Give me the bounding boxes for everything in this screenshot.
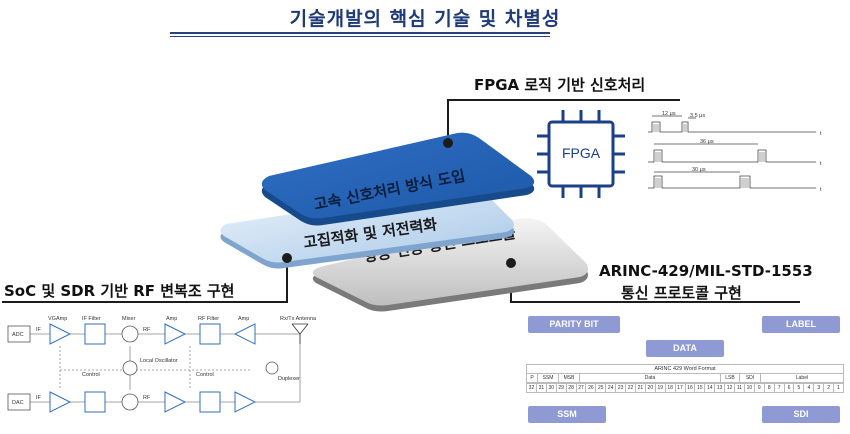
title-underline <box>170 32 550 34</box>
leader-dot-fpga <box>443 138 453 148</box>
bit-number-cell: 23 <box>615 383 627 393</box>
rf-label-control-1: Control <box>82 372 100 378</box>
timing-label-3-5us: 3.5 μs <box>690 113 705 119</box>
high-speed-layer <box>261 132 535 226</box>
bit-number-cell: 27 <box>575 383 587 393</box>
bit-number-cell: 7 <box>773 383 785 393</box>
bit-number-cell: 5 <box>793 383 805 393</box>
ssm-box: SSM <box>528 406 606 423</box>
data-box: DATA <box>646 340 724 357</box>
bit-number-cell: 25 <box>595 383 607 393</box>
rf-label-antenna: Rx/Tx Antenna <box>280 316 317 322</box>
protocol-layer <box>312 218 588 312</box>
bit-number-cell: 8 <box>763 383 775 393</box>
fpga-heading: FPGA 로직 기반 신호처리 <box>474 76 646 94</box>
rf-label-rf-filter: RF Filter <box>198 316 219 322</box>
label-box: LABEL <box>762 316 840 333</box>
bit-number-cell: 20 <box>644 383 656 393</box>
bit-number-cell: 3 <box>813 383 825 393</box>
rf-label-duplexer: Duplexer <box>278 376 300 382</box>
timing-axis-t2: t <box>820 161 822 167</box>
bit-number-cell: 18 <box>664 383 676 393</box>
bit-number-cell: 22 <box>625 383 636 393</box>
page-title: 기술개발의 핵심 기술 및 차별성 <box>289 8 561 30</box>
bit-number-cell: 21 <box>634 383 646 393</box>
field-msb: MSB <box>558 373 580 383</box>
fpga-chip-label: FPGA <box>561 145 601 161</box>
arinc-field-row: P SSM MSB Data LSB SDI Label <box>526 373 844 383</box>
bit-number-cell: 28 <box>565 383 577 393</box>
bit-number-cell: 15 <box>694 383 706 393</box>
field-ssm: SSM <box>537 373 559 383</box>
bit-number-cell: 9 <box>753 383 765 393</box>
leader-dot-soc <box>282 253 292 263</box>
rf-label-if-filter: IF Filter <box>82 316 101 322</box>
arinc-table-title: ARINC 429 Word Format <box>526 364 844 373</box>
fpga-chip-icon <box>537 110 625 198</box>
rf-label-dac: DAC <box>12 400 24 406</box>
bit-number-cell: 1 <box>833 383 844 393</box>
timing-axis-t3: t <box>820 187 822 193</box>
rf-label-control-2: Control <box>196 372 214 378</box>
field-lsb: LSB <box>720 373 740 383</box>
arinc-heading-line1: ARINC-429/MIL-STD-1553 <box>599 262 813 280</box>
rf-label-vgamp: VGAmp <box>48 316 67 322</box>
arinc-panel: PARITY BIT LABEL DATA ARINC 429 Word For… <box>522 310 848 434</box>
bit-number-cell: 29 <box>555 383 567 393</box>
sdi-box: SDI <box>762 406 840 423</box>
timing-label-36us: 36 μs <box>700 139 714 145</box>
arinc-word-table: ARINC 429 Word Format P SSM MSB Data LSB… <box>526 364 844 393</box>
title-underline-thin <box>170 36 550 37</box>
rf-label-rf-rx: RF <box>143 327 151 333</box>
bit-number-cell: 31 <box>535 383 547 393</box>
bit-number-cell: 14 <box>704 383 716 393</box>
bit-number-cell: 16 <box>684 383 696 393</box>
soc-heading: SoC 및 SDR 기반 RF 변복조 구현 <box>4 282 235 300</box>
field-data: Data <box>579 373 721 383</box>
bit-number-cell: 13 <box>714 383 726 393</box>
rf-label-mixer: Mixer <box>122 316 136 322</box>
rf-label-rf-tx: RF <box>143 395 151 401</box>
bit-number-cell: 11 <box>734 383 745 393</box>
rf-label-amp1: Amp <box>166 316 177 322</box>
bit-number-cell: 12 <box>724 383 736 393</box>
rf-label-if-rx: IF <box>36 327 42 333</box>
arinc-table: P SSM MSB Data LSB SDI Label <box>526 373 844 383</box>
rf-label-local-oscillator: Local Oscillator <box>140 358 178 364</box>
rf-label-amp2: Amp <box>238 316 249 322</box>
rf-label-if-tx: IF <box>36 395 42 401</box>
bit-number-cell: 32 <box>526 383 537 393</box>
field-label: Label <box>760 373 844 383</box>
timing-diagram: 12 μs 3.5 μs 36 μs 30 μs t t t <box>648 111 822 193</box>
bit-number-cell: 30 <box>545 383 557 393</box>
rf-label-adc: ADC <box>12 332 24 338</box>
arinc-heading-line2: 통신 프로토콜 구현 <box>621 284 742 302</box>
bit-number-cell: 6 <box>783 383 795 393</box>
leader-dot-arinc <box>506 258 516 268</box>
bit-number-cell: 26 <box>585 383 597 393</box>
timing-label-12us: 12 μs <box>662 111 676 117</box>
rf-block-diagram: ADC DAC VGAmp IF Filter Mixer Amp RF Fil… <box>0 310 340 434</box>
bit-number-cell: 10 <box>743 383 755 393</box>
field-sdi: SDI <box>739 373 761 383</box>
bit-number-cell: 24 <box>605 383 617 393</box>
bit-number-cell: 4 <box>803 383 815 393</box>
field-p: P <box>526 373 538 383</box>
bit-number-cell: 17 <box>674 383 686 393</box>
bit-number-cell: 2 <box>823 383 835 393</box>
bit-number-cell: 19 <box>654 383 666 393</box>
timing-label-30us: 30 μs <box>692 167 706 173</box>
parity-bit-box: PARITY BIT <box>528 316 620 333</box>
timing-axis-t1: t <box>820 131 822 137</box>
